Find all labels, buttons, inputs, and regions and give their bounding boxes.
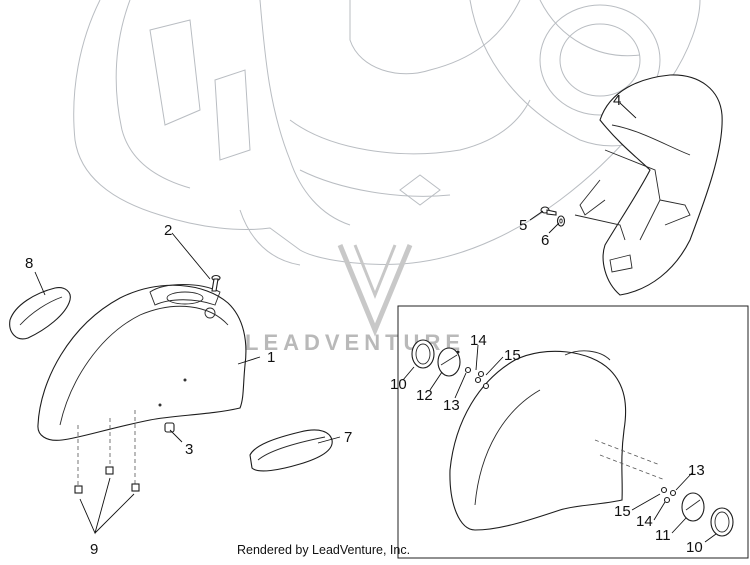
detail-box — [397, 305, 749, 559]
callout-15-bottom: 15 — [614, 503, 631, 520]
callout-6: 6 — [541, 232, 549, 249]
callout-10-bottom: 10 — [686, 539, 703, 556]
callout-9: 9 — [90, 541, 98, 558]
reflector-cap-10-top — [411, 339, 435, 369]
callout-14-bottom: 14 — [636, 513, 653, 530]
callout-5: 5 — [519, 217, 527, 234]
callout-4: 4 — [613, 92, 621, 109]
screw-part-5 — [540, 206, 557, 216]
callout-14-top: 14 — [470, 332, 487, 349]
watermark: LEADVENTURE — [245, 244, 460, 355]
reflector-right — [249, 429, 333, 472]
rendered-by-footer: Rendered by LeadVenture, Inc. — [237, 543, 411, 557]
screw-part-2 — [211, 274, 221, 292]
reflector-left — [9, 287, 71, 340]
callout-15-top: 15 — [504, 347, 521, 364]
hardware-top — [464, 366, 490, 390]
callout-13-top: 13 — [443, 397, 460, 414]
callout-13-bottom: 13 — [688, 462, 705, 479]
leader-lines — [34, 102, 717, 543]
callout-3: 3 — [185, 441, 193, 458]
callout-2: 2 — [164, 222, 172, 239]
nut-part-3 — [164, 422, 175, 433]
scooter-body-outline — [73, 0, 701, 266]
reflector-housing-12 — [437, 347, 461, 377]
callout-1: 1 — [267, 349, 275, 366]
callout-11: 11 — [655, 527, 671, 544]
callout-8: 8 — [25, 255, 33, 272]
hardware-bottom — [660, 486, 677, 504]
reflector-housing-11 — [681, 492, 705, 522]
rear-mudguard — [574, 74, 723, 296]
reflector-cap-10-bottom — [710, 507, 734, 537]
front-fender — [37, 284, 247, 441]
callout-10-top: 10 — [390, 376, 407, 393]
callout-labels: 1 2 3 4 5 6 7 8 9 10 12 13 14 15 13 15 1… — [25, 92, 705, 558]
washer-part-6 — [556, 215, 566, 227]
callout-12: 12 — [416, 387, 433, 404]
callout-7: 7 — [344, 429, 352, 446]
nuts-part-9 — [74, 410, 140, 535]
